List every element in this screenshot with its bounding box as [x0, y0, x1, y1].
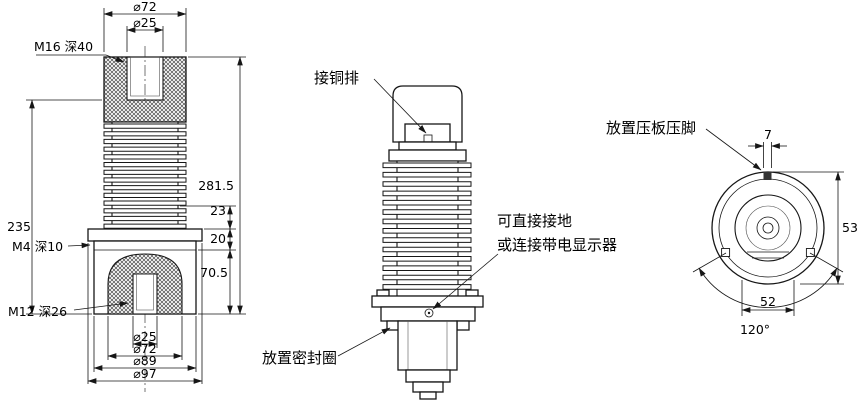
dim-text-d25-bottom: ⌀25	[133, 329, 156, 344]
front-view: 接铜排 可直接接地 或连接带电显示器 放置密封圈	[262, 69, 617, 400]
seal-ring-seat-right	[456, 320, 470, 331]
label-copper-busbar: 接铜排	[314, 69, 359, 87]
grounding-screw	[424, 308, 434, 318]
top-view: 放置压板压脚 7 53 52 120°	[606, 119, 858, 337]
dim-width-52: 52	[741, 280, 795, 316]
flange-assembly	[371, 289, 484, 331]
label-seal-ring: 放置密封圈	[262, 349, 337, 367]
dim-text-d72-top: ⌀72	[133, 0, 156, 14]
clip-chord	[747, 251, 789, 259]
dim-text-53: 53	[842, 220, 858, 235]
base-cup-section	[93, 240, 197, 315]
dim-text-7: 7	[764, 127, 772, 142]
insulator-rib-stack	[382, 160, 472, 297]
top-cap-section	[103, 56, 187, 123]
dim-text-d89-bottom: ⌀89	[133, 353, 156, 368]
clamp-foot-notch-right	[805, 248, 815, 257]
dim-bottom-d97: ⌀97	[87, 243, 203, 384]
callout-grounding: 可直接接地 或连接带电显示器	[432, 212, 617, 310]
dim-m12-thread: M12 深26	[8, 301, 129, 319]
dim-text-23: 23	[210, 203, 226, 218]
dim-text-52: 52	[760, 294, 776, 309]
callout-copper-busbar: 接铜排	[314, 69, 427, 134]
dim-text-m4: M4 深10	[12, 239, 63, 254]
dim-text-235: 235	[7, 219, 31, 234]
dim-text-m16: M16 深40	[34, 39, 93, 54]
dim-text-70-5: 70.5	[200, 265, 228, 280]
label-clamp-foot: 放置压板压脚	[606, 119, 696, 137]
dim-m16-thread: M16 深40	[34, 39, 125, 63]
label-ground-line1: 可直接接地	[497, 212, 572, 230]
clamp-foot-notch-top	[763, 172, 772, 180]
dim-text-20: 20	[210, 231, 226, 246]
rib-stack-section	[103, 121, 187, 230]
dim-chain-right: 23 20 70.5	[180, 203, 236, 315]
dim-bottom-d72: ⌀72	[107, 316, 183, 360]
label-ground-line2: 或连接带电显示器	[497, 236, 617, 254]
thread-minor-line	[136, 273, 154, 311]
dim-total-height: 281.5	[188, 56, 246, 315]
dim-text-d25-top: ⌀25	[133, 15, 156, 30]
dim-bottom-d25: ⌀25	[132, 316, 158, 348]
clamp-foot-notch-left	[721, 248, 731, 257]
dim-m4-thread: M4 深10	[12, 239, 91, 254]
left-section-view: ⌀72 ⌀25 M16 深40 281.5 23 20 70.5	[7, 0, 246, 392]
callout-clamp-foot: 放置压板压脚	[606, 119, 762, 171]
dim-text-120: 120°	[740, 322, 770, 337]
mounting-flange-section	[87, 228, 203, 242]
dim-height-235: 235	[7, 99, 102, 315]
busbar-terminal	[388, 85, 467, 162]
dim-text-281-5: 281.5	[198, 178, 234, 193]
dim-text-d97-bottom: ⌀97	[133, 366, 156, 381]
dim-text-m12: M12 深26	[8, 304, 67, 319]
dim-angle-120: 120°	[692, 252, 844, 337]
thread-minor-line	[130, 56, 160, 97]
dim-notch-width-7: 7	[748, 127, 787, 168]
dim-text-d72-bottom: ⌀72	[133, 341, 156, 356]
dim-top-outer-diameter: ⌀72	[103, 0, 187, 52]
dim-bottom-d89: ⌀89	[93, 316, 197, 372]
dim-height-53: 53	[773, 171, 858, 285]
dim-top-hole-diameter: ⌀25	[126, 15, 164, 52]
callout-seal-ring: 放置密封圈	[262, 327, 391, 367]
lower-body	[397, 320, 458, 400]
